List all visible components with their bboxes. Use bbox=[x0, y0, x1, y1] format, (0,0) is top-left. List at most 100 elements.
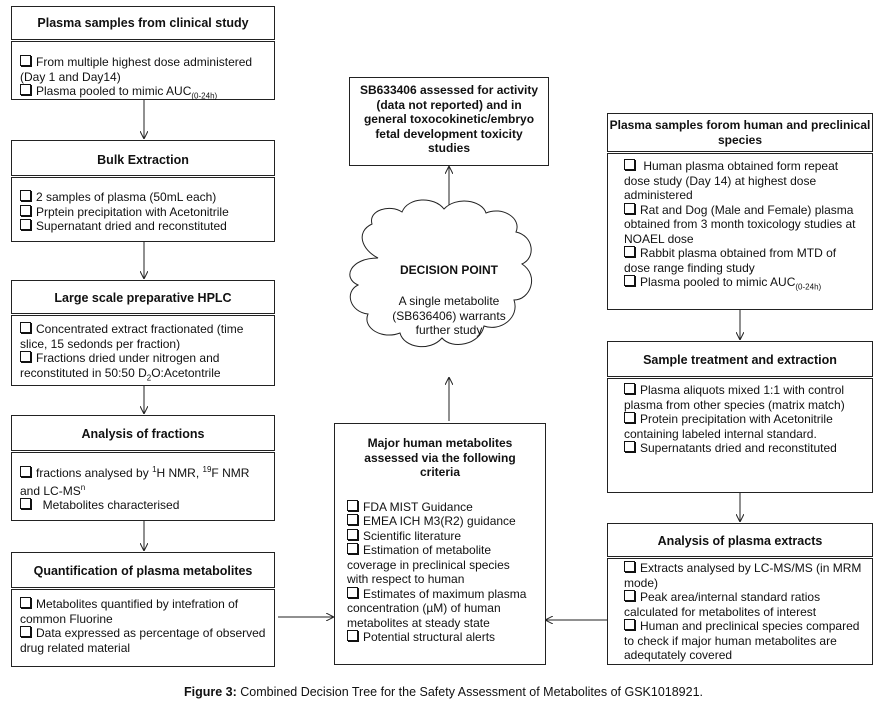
list-item: Rat and Dog (Male and Female) plasma obt… bbox=[624, 202, 864, 247]
checkbox-icon bbox=[624, 561, 635, 572]
item-text: From multiple highest dose administered … bbox=[20, 55, 253, 84]
checkbox-icon bbox=[20, 351, 31, 362]
checkbox-icon bbox=[624, 441, 635, 452]
superscript: 1 bbox=[152, 465, 157, 474]
list-item: Plasma pooled to mimic AUC(0-24h) bbox=[624, 275, 864, 295]
auc-subscript: (0-24h) bbox=[191, 91, 218, 101]
checkbox-icon bbox=[347, 528, 358, 540]
box-title: Quantification of plasma metabolites bbox=[33, 564, 253, 578]
checkbox-icon bbox=[624, 619, 635, 630]
item-text: Peak area/internal standard ratios calcu… bbox=[624, 590, 821, 619]
checkbox-icon bbox=[20, 322, 31, 333]
box-title: Sample treatment and extraction bbox=[643, 353, 837, 367]
item-text: 2 samples of plasma (50mL each) bbox=[36, 190, 217, 204]
item-text: EMEA ICH M3(R2) guidance bbox=[363, 514, 516, 528]
item-text: Supernatant dried and reconstituted bbox=[36, 219, 227, 233]
item-text: F NMR and LC-MS bbox=[20, 466, 250, 498]
box-analysis-fractions-body: fractions analysed by 1H NMR, 19F NMR an… bbox=[11, 452, 275, 521]
item-text: Estimates of maximum plasma concentratio… bbox=[347, 586, 527, 630]
item-text: FDA MIST Guidance bbox=[363, 499, 473, 514]
checkbox-icon bbox=[20, 466, 31, 477]
item-text: Scientific literature bbox=[363, 528, 462, 543]
item-text: Rabbit plasma obtained from MTD of dose … bbox=[624, 246, 837, 275]
list-item: Estimates of maximum plasma concentratio… bbox=[347, 586, 533, 631]
checkbox-icon bbox=[347, 514, 358, 525]
box-quantification-header: Quantification of plasma metabolites bbox=[11, 552, 275, 588]
figure-caption: Figure 3: Combined Decision Tree for the… bbox=[0, 685, 887, 699]
list-item: Human plasma obtained form repeat dose s… bbox=[624, 159, 864, 203]
item-text: Plasma aliquots mixed 1:1 with control p… bbox=[624, 383, 845, 412]
checkbox-icon bbox=[347, 543, 358, 554]
item-text: Supernatants dried and reconstituted bbox=[640, 441, 837, 455]
box-title: Analysis of plasma extracts bbox=[657, 534, 823, 548]
list-item: Metabolites characterised bbox=[20, 498, 266, 513]
box-quantification-body: Metabolites quantified by intefration of… bbox=[11, 589, 275, 667]
item-text: Data expressed as percentage of observed… bbox=[20, 626, 266, 655]
item-text: Human and preclinical species compared t… bbox=[624, 619, 860, 662]
list-item: Potential structural alerts bbox=[347, 630, 533, 645]
box-hplc-header: Large scale preparative HPLC bbox=[11, 280, 275, 314]
item-text: O:Acetontrile bbox=[151, 365, 221, 380]
list-item: Scientific literature bbox=[347, 528, 533, 544]
item-text: Human plasma obtained form repeat dose s… bbox=[624, 159, 839, 202]
box-sample-treatment-body: Plasma aliquots mixed 1:1 with control p… bbox=[607, 378, 873, 493]
superscript: 19 bbox=[202, 465, 212, 474]
item-text: Protein precipitation with Acetonitrile … bbox=[624, 412, 833, 441]
box-title: Major human metabolites assessed via the… bbox=[364, 436, 516, 479]
item-text: Rat and Dog (Male and Female) plasma obt… bbox=[624, 202, 856, 246]
caption-text: Combined Decision Tree for the Safety As… bbox=[236, 685, 704, 699]
checkbox-icon bbox=[624, 159, 635, 170]
item-text: Plasma pooled to mimic AUC bbox=[36, 84, 192, 98]
item-text: Extracts analysed by LC-MS/MS (in MRM mo… bbox=[624, 561, 862, 590]
box-plasma-human-preclinical-header: Plasma samples forom human and preclinic… bbox=[607, 113, 873, 152]
item-text: fractions analysed by bbox=[36, 466, 153, 480]
list-item: Data expressed as percentage of observed… bbox=[20, 626, 266, 655]
item-text: Potential structural alerts bbox=[363, 630, 496, 644]
list-item: Supernatants dried and reconstituted bbox=[624, 441, 864, 456]
list-item: Concentrated extract fractionated (time … bbox=[20, 322, 266, 351]
box-title: Plasma samples from clinical study bbox=[37, 16, 249, 30]
list-item: Plasma pooled to mimic AUC(0-24h) bbox=[20, 84, 266, 104]
auc-subscript: (0-24h) bbox=[795, 282, 822, 292]
box-analysis-plasma-extracts-header: Analysis of plasma extracts bbox=[607, 523, 873, 557]
checkbox-icon bbox=[624, 590, 635, 601]
box-plasma-samples-clinical-header: Plasma samples from clinical study bbox=[11, 6, 275, 40]
box-title: SB633406 assessed for activity (data not… bbox=[359, 83, 539, 155]
box-analysis-fractions-header: Analysis of fractions bbox=[11, 415, 275, 451]
box-plasma-samples-clinical-body: From multiple highest dose administered … bbox=[11, 41, 275, 100]
checkbox-icon bbox=[20, 84, 31, 95]
item-text: H NMR, bbox=[156, 466, 203, 480]
checkbox-icon bbox=[347, 630, 358, 641]
list-item: Fractions dried under nitrogen and recon… bbox=[20, 351, 266, 385]
checkbox-icon bbox=[20, 219, 31, 230]
list-item: EMEA ICH M3(R2) guidance bbox=[347, 514, 533, 529]
checkbox-icon bbox=[20, 597, 31, 608]
checkbox-icon bbox=[347, 586, 358, 598]
checkbox-icon bbox=[347, 499, 358, 511]
list-item: Prptein precipitation with Acetonitrile bbox=[20, 204, 266, 220]
list-item: From multiple highest dose administered … bbox=[20, 55, 266, 84]
box-bulk-extraction-body: 2 samples of plasma (50mL each) Prptein … bbox=[11, 177, 275, 242]
item-text: Prptein precipitation with Acetonitrile bbox=[36, 204, 229, 219]
box-sample-treatment-header: Sample treatment and extraction bbox=[607, 341, 873, 377]
decision-point-text: A single metabolite (SB636406) warrants … bbox=[392, 294, 506, 337]
checkbox-icon bbox=[624, 246, 635, 257]
checkbox-icon bbox=[20, 190, 31, 201]
d2o-subscript: 2 bbox=[146, 372, 152, 382]
list-item: Protein precipitation with Acetonitrile … bbox=[624, 412, 864, 441]
box-sb633406-outcome: SB633406 assessed for activity (data not… bbox=[349, 77, 549, 166]
item-text: Metabolites quantified by intefration of… bbox=[20, 597, 239, 626]
list-item: Estimation of metabolite coverage in pre… bbox=[347, 543, 533, 587]
box-hplc-body: Concentrated extract fractionated (time … bbox=[11, 315, 275, 386]
item-text: Metabolites characterised bbox=[42, 498, 180, 512]
list-item: Peak area/internal standard ratios calcu… bbox=[624, 590, 864, 619]
box-plasma-human-preclinical-body: Human plasma obtained form repeat dose s… bbox=[607, 153, 873, 310]
caption-label: Figure 3: bbox=[183, 685, 237, 699]
box-analysis-plasma-extracts-body: Extracts analysed by LC-MS/MS (in MRM mo… bbox=[607, 558, 873, 665]
checkbox-icon bbox=[20, 55, 31, 66]
decision-point-title: DECISION POINT bbox=[399, 263, 498, 277]
box-bulk-extraction-header: Bulk Extraction bbox=[11, 140, 275, 176]
box-title: Bulk Extraction bbox=[97, 153, 189, 167]
box-major-human-metabolites: Major human metabolites assessed via the… bbox=[334, 423, 546, 665]
checkbox-icon bbox=[624, 383, 635, 394]
